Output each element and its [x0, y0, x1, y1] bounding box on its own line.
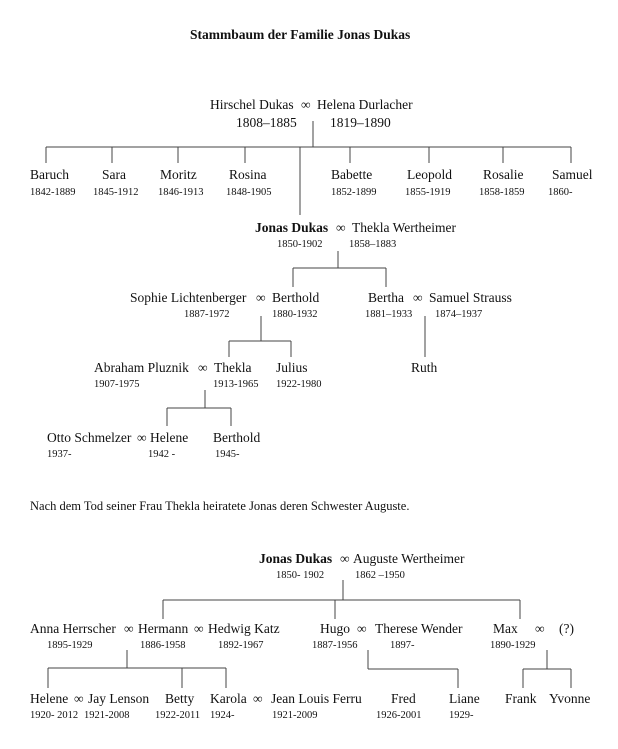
person-max: Max	[493, 621, 518, 636]
person-thekla: Thekla	[214, 360, 252, 375]
dates-helene: 1942 -	[148, 449, 176, 460]
dates-hugo: 1887-1956	[312, 640, 358, 651]
dates-jean-louis-ferru: 1921-2009	[272, 710, 318, 721]
person-bertha: Bertha	[368, 290, 404, 305]
marriage-symbol: ∞	[74, 691, 84, 706]
person-helene-dukas: Helene	[30, 691, 69, 706]
person-karola: Karola	[210, 691, 247, 706]
marriage-symbol: ∞	[198, 360, 208, 375]
person-jonas-dukas: Jonas Dukas	[255, 220, 329, 235]
dates-moritz: 1846-1913	[158, 187, 204, 198]
person-frank: Frank	[505, 691, 537, 706]
person-baruch: Baruch	[30, 167, 69, 182]
dates-sara: 1845-1912	[93, 187, 139, 198]
marriage-symbol: ∞	[194, 621, 204, 636]
person-helene: Helene	[150, 430, 189, 445]
person-hirschel-dukas: Hirschel Dukas	[210, 97, 294, 112]
marriage-symbol: ∞	[535, 621, 545, 636]
person-babette: Babette	[331, 167, 373, 182]
dates-rosina: 1848-1905	[226, 187, 272, 198]
person-samuel: Samuel	[552, 167, 593, 182]
marriage-symbol: ∞	[256, 290, 266, 305]
person-yvonne: Yvonne	[549, 691, 591, 706]
remarriage-note: Nach dem Tod seiner Frau Thekla heiratet…	[30, 499, 410, 513]
marriage-symbol: ∞	[336, 220, 346, 235]
person-rosina: Rosina	[229, 167, 267, 182]
marriage-symbol: ∞	[301, 97, 311, 112]
dates-leopold: 1855-1919	[405, 187, 451, 198]
person-max-wife-unknown: (?)	[559, 621, 574, 636]
dates-max: 1890-1929	[490, 640, 536, 651]
person-berthold-junior: Berthold	[213, 430, 261, 445]
person-berthold: Berthold	[272, 290, 320, 305]
dates-thekla: 1913-1965	[213, 379, 259, 390]
marriage-symbol: ∞	[253, 691, 263, 706]
marriage-symbol: ∞	[413, 290, 423, 305]
dates-liane: 1929-	[449, 710, 474, 721]
marriage-symbol: ∞	[357, 621, 367, 636]
dates-anna-herrscher: 1895-1929	[47, 640, 93, 651]
person-thekla-wertheimer: Thekla Wertheimer	[352, 220, 456, 235]
person-therese-wender: Therese Wender	[375, 621, 463, 636]
dates-fred: 1926-2001	[376, 710, 422, 721]
dates-helene-dukas: 1920- 2012	[30, 710, 79, 721]
person-jonas-dukas-second: Jonas Dukas	[259, 551, 333, 566]
page-title: Stammbaum der Familie Jonas Dukas	[190, 27, 411, 42]
dates-therese-wender: 1897-	[390, 640, 415, 651]
person-abraham-pluznik: Abraham Pluznik	[94, 360, 189, 375]
person-moritz: Moritz	[160, 167, 197, 182]
dates-jonas-dukas: 1850-1902	[277, 239, 323, 250]
dates-babette: 1852-1899	[331, 187, 377, 198]
dates-bertha: 1881–1933	[365, 309, 413, 320]
marriage-symbol: ∞	[124, 621, 134, 636]
person-liane: Liane	[449, 691, 480, 706]
dates-rosalie: 1858-1859	[479, 187, 525, 198]
person-samuel-strauss: Samuel Strauss	[429, 290, 512, 305]
person-sophie-lichtenberger: Sophie Lichtenberger	[130, 290, 247, 305]
dates-berthold-junior: 1945-	[215, 449, 240, 460]
person-leopold: Leopold	[407, 167, 452, 182]
person-hedwig-katz: Hedwig Katz	[208, 621, 280, 636]
person-julius: Julius	[276, 360, 308, 375]
dates-samuel: 1860-	[548, 187, 573, 198]
person-otto-schmelzer: Otto Schmelzer	[47, 430, 132, 445]
dates-hermann: 1886-1958	[140, 640, 186, 651]
dates-baruch: 1842-1889	[30, 187, 76, 198]
person-fred: Fred	[391, 691, 416, 706]
dates-jay-lenson: 1921-2008	[84, 710, 130, 721]
dates-otto-schmelzer: 1937-	[47, 449, 72, 460]
dates-karola: 1924-	[210, 710, 235, 721]
dates-hedwig-katz: 1892-1967	[218, 640, 264, 651]
dates-julius: 1922-1980	[276, 379, 322, 390]
person-jean-louis-ferru: Jean Louis Ferru	[271, 691, 362, 706]
dates-jonas-dukas-second: 1850- 1902	[276, 570, 325, 581]
dates-betty: 1922-2011	[155, 710, 201, 721]
marriage-symbol: ∞	[137, 430, 147, 445]
dates-abraham-pluznik: 1907-1975	[94, 379, 140, 390]
person-rosalie: Rosalie	[483, 167, 524, 182]
person-helena-durlacher: Helena Durlacher	[317, 97, 413, 112]
dates-helena-durlacher: 1819–1890	[330, 115, 391, 130]
dates-auguste-wertheimer: 1862 –1950	[355, 570, 405, 581]
dates-berthold: 1880-1932	[272, 309, 318, 320]
person-anna-herrscher: Anna Herrscher	[30, 621, 116, 636]
person-jay-lenson: Jay Lenson	[88, 691, 150, 706]
dates-sophie-lichtenberger: 1887-1972	[184, 309, 230, 320]
person-hugo: Hugo	[320, 621, 350, 636]
person-sara: Sara	[102, 167, 126, 182]
person-auguste-wertheimer: Auguste Wertheimer	[353, 551, 465, 566]
dates-hirschel-dukas: 1808–1885	[236, 115, 297, 130]
person-hermann: Hermann	[138, 621, 189, 636]
person-betty: Betty	[165, 691, 195, 706]
dates-samuel-strauss: 1874–1937	[435, 309, 483, 320]
dates-thekla-wertheimer: 1858–1883	[349, 239, 397, 250]
marriage-symbol: ∞	[340, 551, 350, 566]
person-ruth: Ruth	[411, 360, 438, 375]
